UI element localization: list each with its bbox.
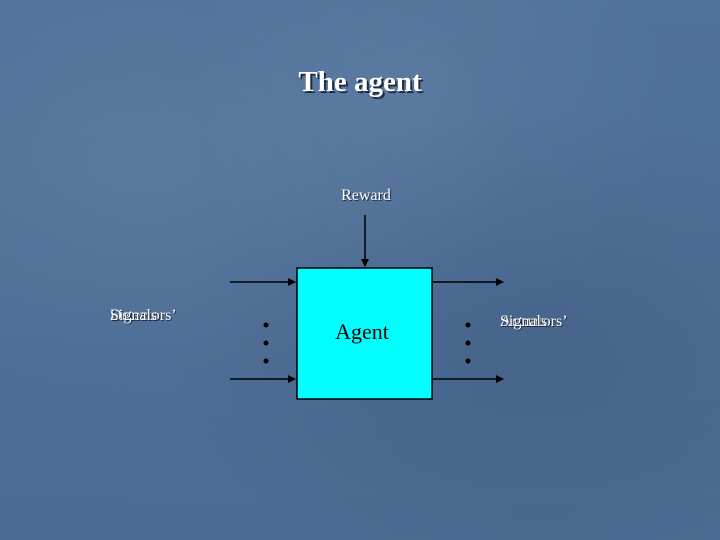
agent-box [296,267,433,400]
input-dot-1 [263,322,269,328]
actuators-label-line-2: Signals [500,313,548,330]
detectors-label-line-2: Signals [110,307,158,324]
output-dot-2 [465,340,471,346]
agent-label: Agent [335,319,389,344]
input-dot-2 [263,340,269,346]
input-dot-3 [263,358,269,364]
actuators-label-line-1: Actuators’ [500,313,568,330]
output-dot-1 [465,322,471,328]
slide-title: The agent [298,66,422,98]
detectors-label-line-1: Detectors’ [110,307,177,324]
reward-label: Reward [341,187,391,204]
output-dot-3 [465,358,471,364]
